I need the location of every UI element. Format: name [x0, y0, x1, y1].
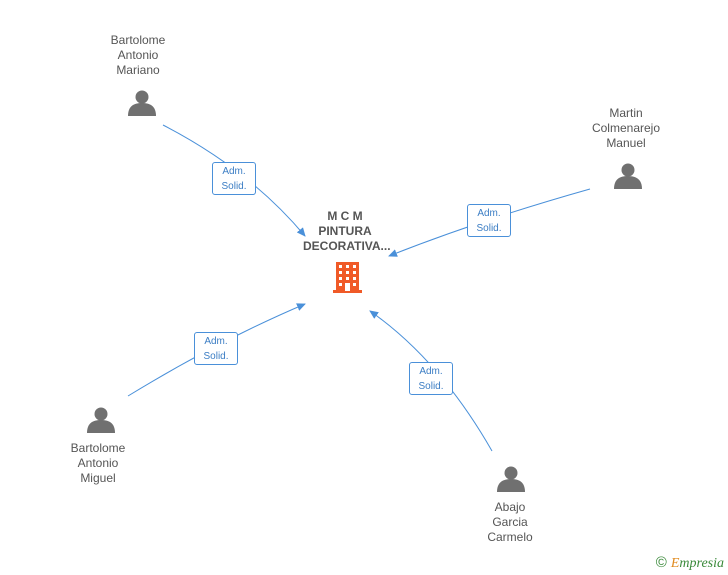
brand-logo-text: mpresia — [679, 556, 724, 571]
relation-label-line: Solid. — [418, 381, 444, 392]
relation-label-line: Solid. — [476, 223, 502, 234]
copyright-icon: © — [655, 554, 667, 571]
person-name-line: Martin — [609, 106, 643, 120]
person-name-line: Mariano — [116, 63, 160, 77]
relation-label-line: Adm. — [477, 208, 501, 219]
person-icon[interactable] — [497, 466, 525, 493]
person-name-line: Manuel — [606, 136, 646, 150]
company-name-line: M C M — [327, 209, 363, 223]
person-name-line: Bartolome — [70, 441, 126, 455]
person-icon[interactable] — [128, 90, 156, 117]
brand-logo-initial: E — [670, 556, 680, 571]
person-name-line: Antonio — [77, 456, 119, 470]
relation-badge[interactable]: Adm. Solid. — [212, 162, 256, 195]
relation-label-line: Solid. — [203, 351, 229, 362]
person-name-line: Bartolome — [110, 33, 166, 47]
person-name-line: Carmelo — [487, 530, 533, 544]
person-name-line: Miguel — [80, 471, 116, 485]
building-icon[interactable] — [333, 262, 362, 293]
relation-label-line: Adm. — [419, 366, 443, 377]
relation-badge[interactable]: Adm. Solid. — [467, 204, 511, 237]
person-name-line: Garcia — [492, 515, 528, 529]
relation-label-line: Adm. — [204, 336, 228, 347]
brand-footer: ©Empresia — [656, 554, 724, 572]
company-name-line: PINTURA — [318, 224, 372, 238]
relation-label-line: Solid. — [221, 181, 247, 192]
relation-label-line: Adm. — [222, 166, 246, 177]
person-name-martin-colmenarejo-manuel[interactable]: Martin Colmenarejo Manuel — [582, 106, 670, 151]
relation-badge[interactable]: Adm. Solid. — [194, 332, 238, 365]
person-icon[interactable] — [614, 163, 642, 190]
relation-badge[interactable]: Adm. Solid. — [409, 362, 453, 395]
person-name-line: Abajo — [494, 500, 526, 514]
company-name-line: DECORATIVA... — [303, 239, 391, 253]
person-name-line: Antonio — [117, 48, 159, 62]
company-name[interactable]: M C M PINTURA DECORATIVA... — [303, 209, 391, 254]
person-name-bartolome-antonio-miguel[interactable]: Bartolome Antonio Miguel — [58, 441, 138, 486]
person-name-line: Colmenarejo — [591, 121, 661, 135]
person-icon[interactable] — [87, 407, 115, 434]
person-name-bartolome-antonio-mariano[interactable]: Bartolome Antonio Mariano — [98, 33, 178, 78]
person-name-abajo-garcia-carmelo[interactable]: Abajo Garcia Carmelo — [470, 500, 550, 545]
